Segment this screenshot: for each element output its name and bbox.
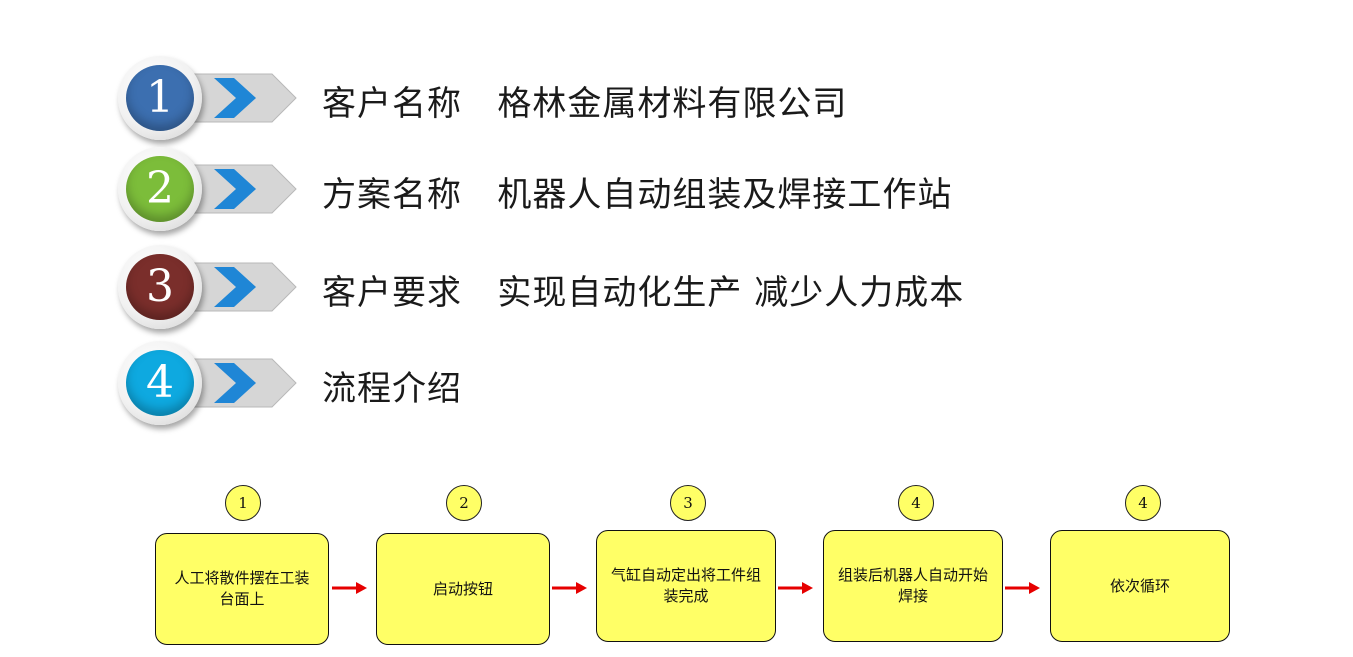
chevron-right-icon — [180, 164, 297, 214]
row-label: 方案名称 机器人自动组装及焊接工作站 — [322, 175, 953, 215]
badge-number: 1 — [126, 65, 194, 131]
row-label: 客户名称 格林金属材料有限公司 — [322, 84, 848, 124]
number-badge: 2 — [118, 147, 202, 231]
flow-step-3: 气缸自动定出将工件组装完成 — [596, 530, 776, 642]
step-number-1: 1 — [225, 485, 261, 521]
step-number-2: 2 — [446, 485, 482, 521]
step-number-4: 4 — [898, 485, 934, 521]
chevron-right-icon — [180, 73, 297, 123]
number-badge: 3 — [118, 245, 202, 329]
chevron-right-icon — [180, 358, 297, 408]
header-row-4: 4 流程介绍 — [118, 341, 1018, 425]
badge-number: 2 — [126, 156, 194, 222]
flow-step-5: 依次循环 — [1050, 530, 1230, 642]
row-label: 流程介绍 — [322, 369, 462, 409]
step-number-3: 3 — [670, 485, 706, 521]
arrow-right-icon — [1005, 582, 1040, 594]
row-label: 客户要求 实现自动化生产 减少人力成本 — [322, 273, 965, 313]
number-badge: 4 — [118, 341, 202, 425]
header-row-1: 1 客户名称 格林金属材料有限公司 — [118, 56, 1018, 140]
number-badge: 1 — [118, 56, 202, 140]
flow-step-2: 启动按钮 — [376, 533, 550, 645]
flow-step-1: 人工将散件摆在工装台面上 — [155, 533, 329, 645]
arrow-right-icon — [552, 582, 587, 594]
header-row-3: 3 客户要求 实现自动化生产 减少人力成本 — [118, 245, 1018, 329]
arrow-right-icon — [332, 582, 367, 594]
step-number-5: 4 — [1125, 485, 1161, 521]
header-row-2: 2 方案名称 机器人自动组装及焊接工作站 — [118, 147, 1018, 231]
badge-number: 3 — [126, 254, 194, 320]
chevron-right-icon — [180, 262, 297, 312]
arrow-right-icon — [778, 582, 813, 594]
flow-step-4: 组装后机器人自动开始焊接 — [823, 530, 1003, 642]
badge-number: 4 — [126, 350, 194, 416]
